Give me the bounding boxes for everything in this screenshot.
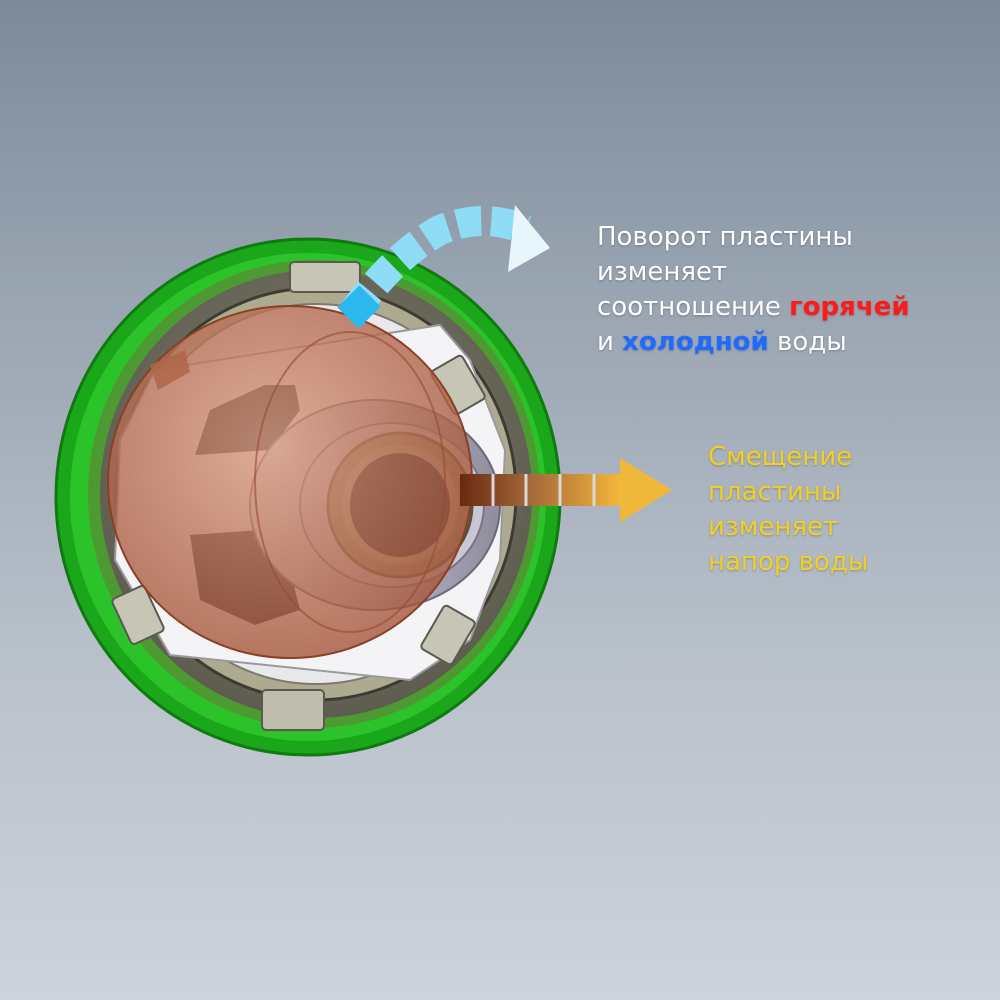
shift-caption: Смещение пластины изменяет напор воды [708,440,968,580]
rotation-caption-line1: Поворот пластины [597,222,853,252]
shift-arrow [460,458,672,522]
shift-caption-line2: пластины [708,477,842,507]
shift-caption-line4: напор воды [708,547,869,577]
shift-caption-line1: Смещение [708,442,853,472]
rotation-caption-line4-post: воды [777,327,847,357]
rotation-caption-line3: соотношение горячей [597,290,977,325]
rotation-caption: Поворот пластины изменяет соотношение го… [597,220,977,360]
rotation-caption-line4-pre: и [597,327,614,357]
rotation-arrow [337,205,550,329]
hot-water-word: горячей [789,292,910,322]
rotation-caption-line2: изменяет [597,257,728,287]
rotation-caption-line4: и холодной воды [597,325,977,360]
shift-caption-line3: изменяет [708,512,839,542]
ceramic-plate [107,305,473,659]
cold-water-word: холодной [622,327,769,357]
rotation-caption-line3-text: соотношение [597,292,781,322]
